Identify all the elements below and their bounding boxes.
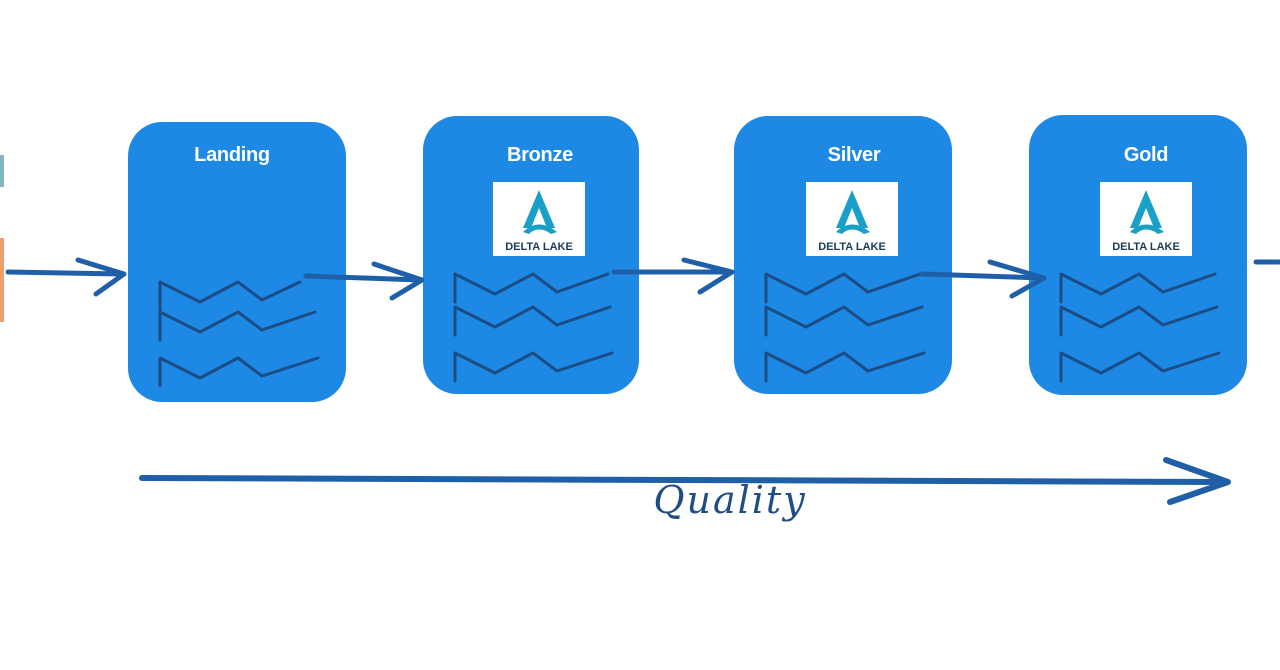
delta-lake-logo-icon: DELTA LAKE [1100,182,1192,256]
delta-lake-logo-icon: DELTA LAKE [493,182,585,256]
delta-lake-logo-text: DELTA LAKE [818,241,886,253]
wave-lines-icon [453,272,614,383]
stage-label-gold: Gold [1123,144,1169,166]
wave-lines-icon [158,280,320,388]
quality-axis-label: Quality [653,478,807,522]
wave-lines-icon [1059,272,1221,383]
flow-arrow-into-landing [5,257,127,297]
left-edge-fragment-orange [0,238,4,322]
stage-box-landing [128,122,346,402]
flow-arrow-landing-to-bronze [303,261,425,301]
flow-arrow-silver-to-gold [919,259,1047,299]
delta-lake-logo-text: DELTA LAKE [505,241,573,253]
stage-label-silver: Silver [827,144,881,166]
left-edge-fragment-teal [0,155,4,187]
stage-label-landing: Landing [194,144,270,166]
delta-lake-logo-icon: DELTA LAKE [806,182,898,256]
stage-label-bronze: Bronze [507,144,573,166]
wave-lines-icon [764,272,926,383]
delta-lake-logo-text: DELTA LAKE [1112,241,1180,253]
quality-axis-arrow [139,457,1231,505]
flow-arrow-bronze-to-silver [611,257,735,295]
